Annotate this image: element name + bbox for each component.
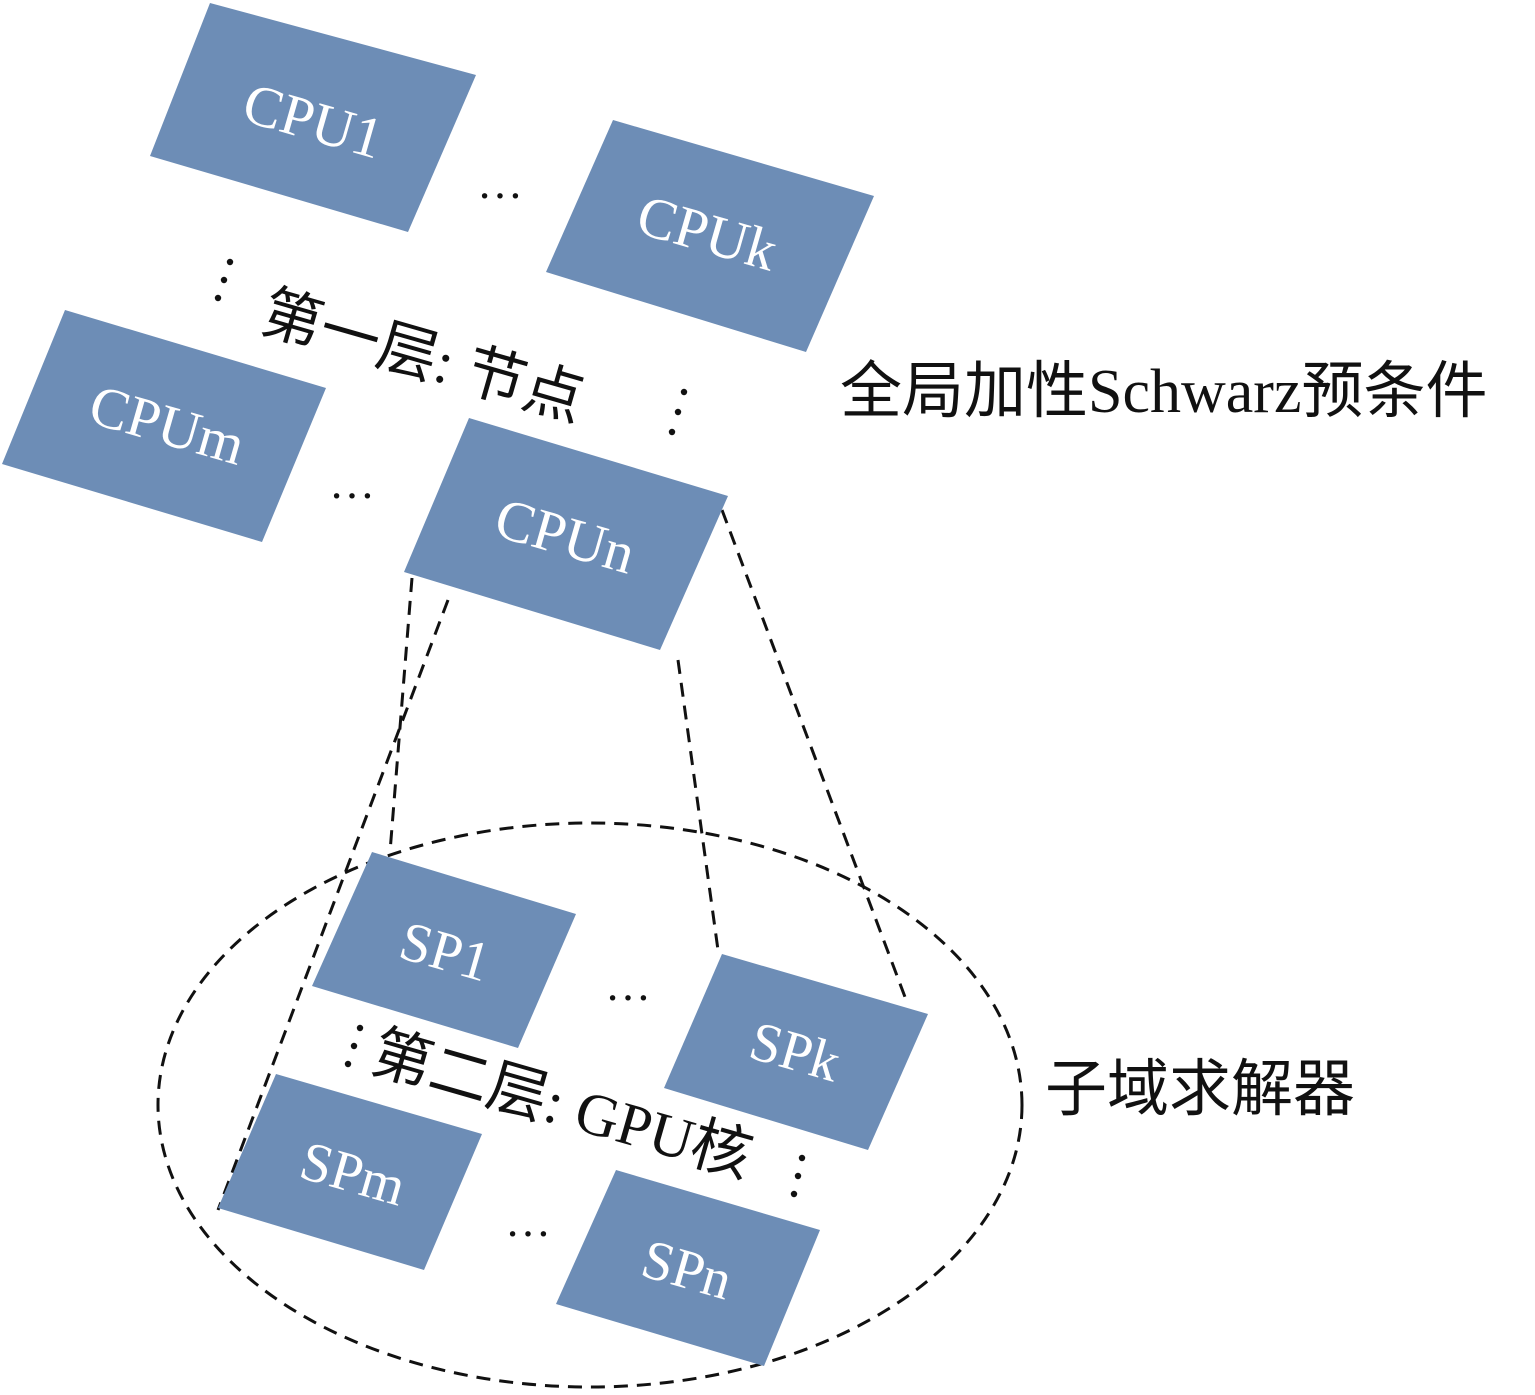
gpu-core-spk: SPk xyxy=(664,954,928,1150)
ellipsis-sp-row2: … xyxy=(505,1195,551,1246)
gpu-core-box xyxy=(556,1170,820,1366)
gpu-core-box xyxy=(312,852,576,1048)
diagram-title: 全局加性Schwarz预条件 xyxy=(840,358,1487,426)
cpu-node-box xyxy=(2,310,326,542)
vertical-dots-right-layer1 xyxy=(668,388,688,436)
gpu-core-box xyxy=(218,1074,482,1270)
vertical-dots-left-layer1 xyxy=(214,258,234,302)
cpu-node-cpu1: CPU1 xyxy=(150,3,476,232)
gpu-core-box xyxy=(664,954,928,1150)
cpu-node-box xyxy=(404,418,728,650)
vertical-dots-left-layer2 xyxy=(344,1024,364,1068)
projection-line-left-1 xyxy=(388,577,414,853)
cpu-node-box xyxy=(546,120,874,352)
projection-line-left-2 xyxy=(216,599,450,1211)
projection-line-right-1 xyxy=(676,659,720,951)
cpu-node-cpuk: CPUk xyxy=(546,120,874,352)
subdomain-solver-label: 子域求解器 xyxy=(1045,1056,1355,1124)
cpu-node-cpum: CPUm xyxy=(2,310,326,542)
gpu-core-sp1: SP1 xyxy=(312,852,576,1048)
ellipsis-cpu-row2: … xyxy=(329,457,375,508)
ellipsis-sp-row1: … xyxy=(605,959,651,1010)
projection-lines xyxy=(216,509,910,1211)
gpu-core-spm: SPm xyxy=(218,1074,482,1270)
cpu-node-cpun: CPUn xyxy=(404,418,728,650)
vertical-dots-right-layer2 xyxy=(790,1154,806,1198)
subdomain-ellipse xyxy=(156,821,1024,1389)
projection-line-right-2 xyxy=(720,509,910,1006)
cpu-node-box xyxy=(150,3,476,232)
ellipsis-cpu-row1: … xyxy=(477,157,523,208)
gpu-core-spn: SPn xyxy=(556,1170,820,1366)
